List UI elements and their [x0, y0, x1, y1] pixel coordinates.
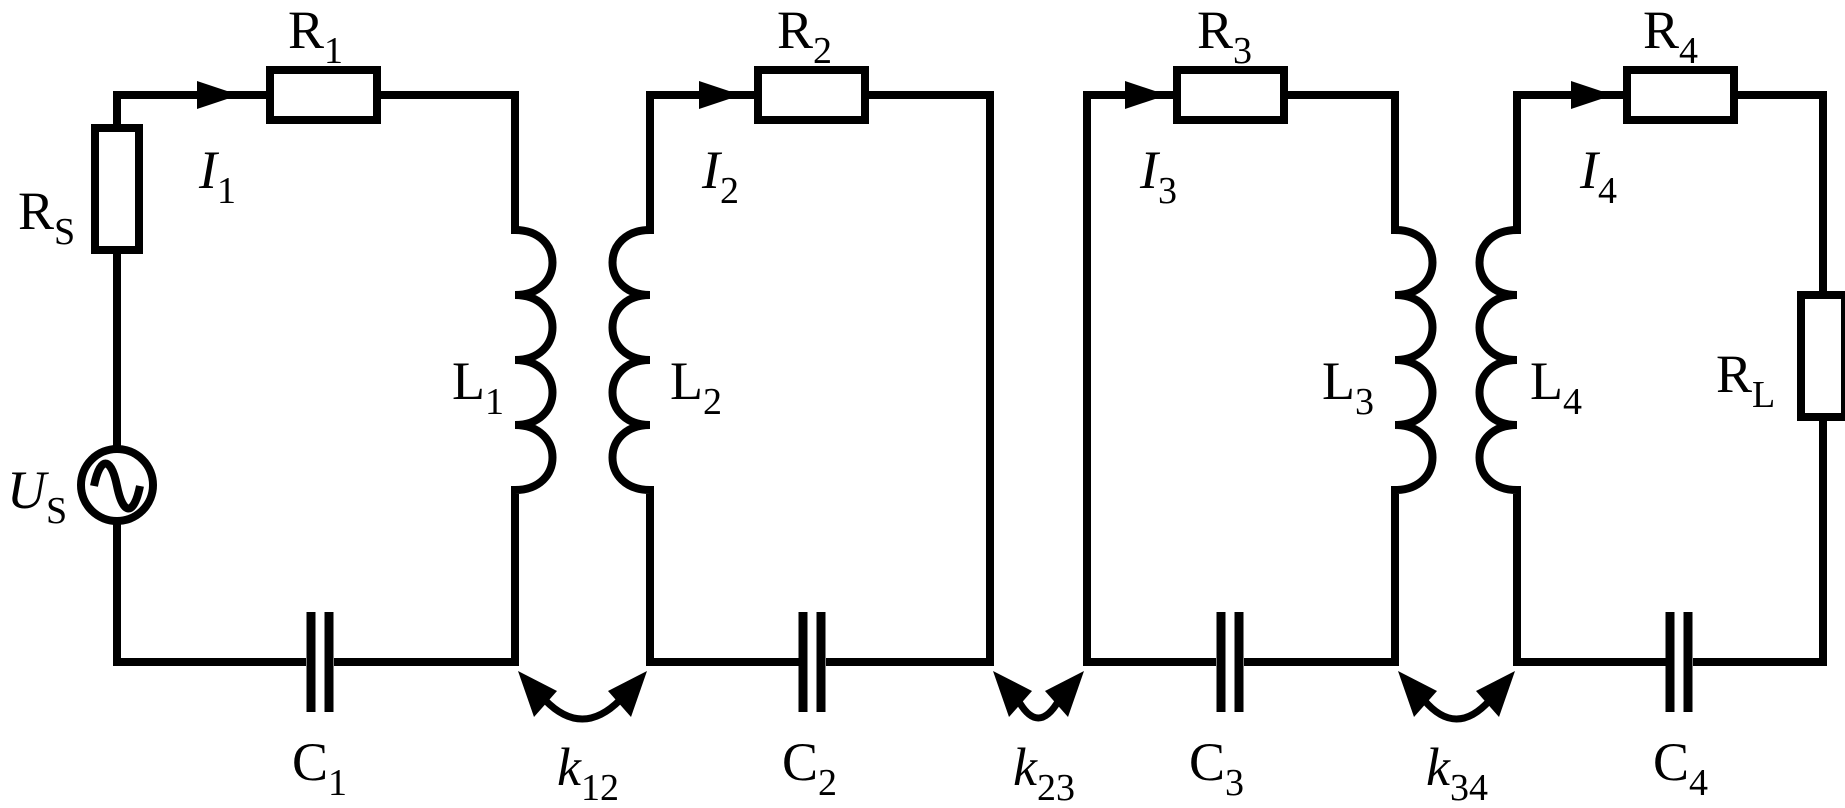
wire: [113, 91, 270, 128]
coupling-arrow-k23: [993, 671, 1084, 722]
loop-3: [1083, 66, 1437, 712]
label-i4: I4: [1579, 140, 1617, 212]
inductor-l4-coil: [1475, 91, 1666, 666]
label-l1: L1: [452, 351, 504, 423]
wire: [1693, 417, 1827, 666]
resistor-r1-body: [266, 66, 381, 124]
label-c2: C2: [782, 732, 837, 804]
current-arrow-i2: [699, 81, 741, 109]
label-l2: L2: [670, 351, 722, 423]
resistor-rl-body: [1797, 291, 1845, 421]
coupling-arrow-k34: [1398, 671, 1515, 723]
resistor-r3-body: [1173, 66, 1288, 124]
coupling-arc: [542, 697, 623, 723]
inductor-l3-coil: [1244, 91, 1437, 666]
label-k34: k34: [1426, 737, 1488, 808]
resistor-r2-body: [754, 66, 869, 124]
label-i1: I1: [198, 140, 236, 212]
coupling-arrowhead-right: [608, 671, 647, 717]
resistor-r4-body: [1623, 66, 1738, 124]
coupling-arc: [1014, 698, 1063, 722]
label-c3: C3: [1189, 732, 1244, 804]
capacitor-c2: [798, 612, 826, 712]
label-c4: C4: [1653, 732, 1708, 804]
label-c1: C1: [292, 732, 347, 804]
inductor-l2-coil: [608, 91, 799, 666]
label-rl: RL: [1716, 344, 1775, 416]
label-i2: I2: [701, 140, 739, 212]
wire: [1732, 91, 1827, 295]
coupling-arrowhead-left: [518, 671, 557, 717]
resistor-rs-body: [91, 124, 143, 254]
loop-2: [608, 66, 994, 712]
coupling-arrowhead-right: [1476, 671, 1515, 717]
current-arrow-i3: [1125, 81, 1167, 109]
label-r4: R4: [1643, 0, 1698, 72]
capacitor-c3: [1216, 612, 1244, 712]
inductor-l1-coil: [334, 91, 557, 666]
label-i3: I3: [1139, 140, 1177, 212]
capacitor-c4: [1665, 612, 1693, 712]
label-us: US: [7, 460, 67, 532]
label-k23: k23: [1013, 737, 1075, 808]
coupling-arrowhead-left: [1398, 671, 1437, 717]
loop-1: [77, 66, 557, 712]
loop-4: [1475, 66, 1845, 712]
label-r2: R2: [777, 0, 832, 72]
label-r3: R3: [1197, 0, 1252, 72]
coupling-arrowhead-left: [993, 671, 1032, 717]
sine-wave-icon: [90, 459, 144, 513]
wire: [113, 521, 306, 666]
current-arrow-i4: [1571, 81, 1613, 109]
label-k12: k12: [557, 737, 619, 808]
label-rs: RS: [18, 181, 75, 253]
coupling-arrow-k12: [518, 671, 647, 723]
coupling-arc: [1421, 697, 1493, 723]
label-l4: L4: [1530, 351, 1582, 423]
ac-source: [77, 445, 157, 525]
label-l3: L3: [1322, 351, 1374, 423]
coupling-arrowhead-right: [1045, 671, 1084, 717]
wire: [826, 91, 994, 666]
current-arrow-i1: [197, 81, 239, 109]
capacitor-c1: [306, 612, 334, 712]
label-r1: R1: [288, 0, 343, 72]
